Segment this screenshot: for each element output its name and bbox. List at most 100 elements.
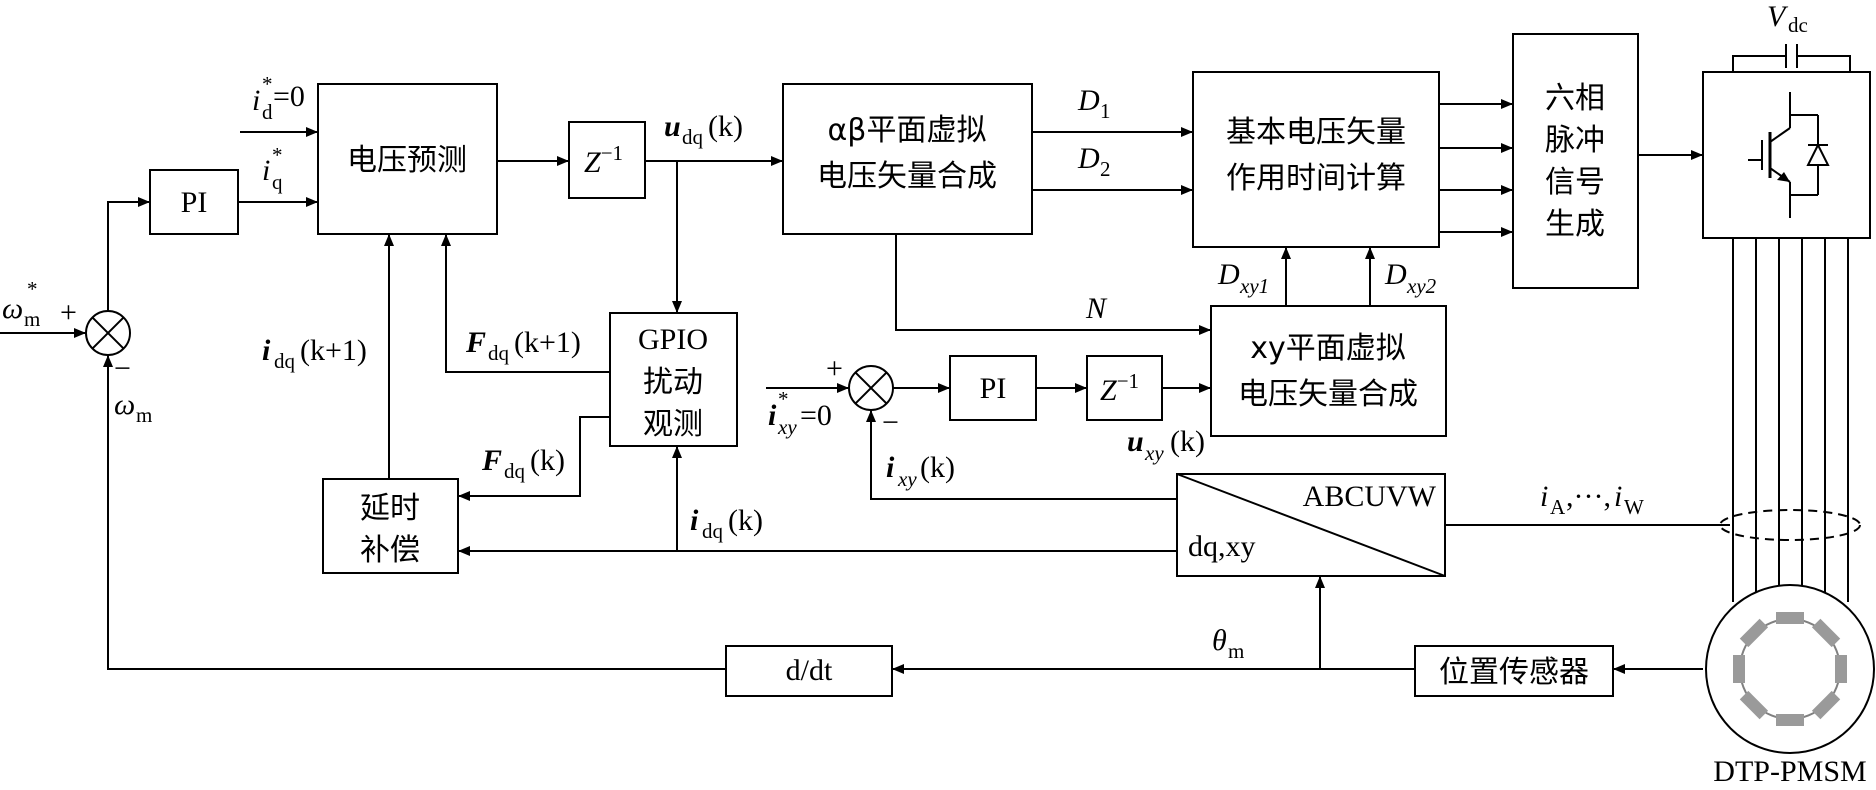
svg-text:ABCUVW: ABCUVW [1303,480,1437,513]
svg-text:m: m [24,307,40,331]
ixy-k-label: i xy (k) [886,451,955,491]
ab-plane-synthesis-block: αβ平面虚拟 电压矢量合成 [782,83,1033,235]
svg-text:,···,: ,···, [1566,480,1611,513]
svg-text:A: A [1550,495,1566,519]
pulse-generation-block: 六相 脉冲 信号 生成 [1512,33,1639,289]
svg-text:位置传感器: 位置传感器 [1439,655,1589,690]
coordinate-transform-block: ABCUVW dq,xy [1176,473,1446,577]
delay-compensation-block: 延时 补偿 [322,478,459,574]
pi-speed-block: PI [149,169,239,235]
omega-feedback-label: ω m [114,388,152,427]
svg-text:ω: ω [114,388,135,421]
dc-source-capacitor: V dc [1732,0,1851,72]
sum-plus-sign: + [60,296,77,329]
svg-text:电压矢量合成: 电压矢量合成 [1238,377,1418,412]
delay-z-block: Z−1 [568,121,646,199]
svg-text:xy: xy [1144,441,1164,465]
svg-text:DTP-PMSM: DTP-PMSM [1713,755,1866,788]
Fdq-k-label: F dq (k) [481,444,565,483]
svg-text:延时: 延时 [360,491,420,526]
xy-summing-junction [848,365,894,411]
Fdq-k1-label: F dq (k+1) [465,326,581,365]
svg-text:(k): (k) [1170,425,1205,458]
sum-minus-sign: − [114,352,131,385]
pi-xy-block: PI [949,355,1037,421]
svg-text:生成: 生成 [1545,207,1605,242]
idq-k1-label: i dq (k+1) [262,334,367,373]
voltage-prediction-block: 电压预测 [317,83,498,235]
svg-text:2: 2 [1100,157,1111,181]
svg-text:xy平面虚拟: xy平面虚拟 [1250,331,1406,366]
svg-text:GPIO: GPIO [638,323,708,356]
svg-text:θ: θ [1212,624,1227,657]
svg-text:(k+1): (k+1) [514,326,581,359]
current-sensor-ellipse [1719,509,1861,541]
svg-text:=0: =0 [800,399,832,432]
wire-Fdq-k [458,416,610,501]
svg-text:m: m [1228,639,1244,663]
svg-text:观测: 观测 [643,407,703,442]
D2-label: D 2 [1077,142,1111,181]
svg-text:i: i [1540,480,1548,513]
svg-text:*: * [272,143,283,167]
svg-text:(k): (k) [708,110,743,143]
svg-text:q: q [272,170,283,194]
svg-text:V: V [1767,0,1789,33]
svg-text:i: i [886,451,895,484]
svg-text:*: * [778,387,789,411]
derivative-block: d/dt [725,645,893,697]
D1-label: D 1 [1077,84,1111,123]
svg-text:i: i [262,334,271,367]
svg-text:Z−1: Z−1 [584,141,623,179]
ixy-ref-label: i xy * =0 [768,387,832,439]
svg-text:六相: 六相 [1545,81,1605,116]
svg-text:电压矢量合成: 电压矢量合成 [817,159,997,194]
svg-text:i: i [690,504,699,537]
svg-text:m: m [136,403,152,427]
svg-text:PI: PI [181,186,208,219]
svg-text:D: D [1384,258,1407,291]
svg-text:Z−1: Z−1 [1100,369,1139,407]
omega-ref-label: ω m * [2,277,40,331]
svg-text:αβ平面虚拟: αβ平面虚拟 [828,113,987,148]
phase-wires [1719,238,1861,602]
dtp-pmsm-motor: DTP-PMSM [1705,584,1875,788]
svg-text:i: i [262,154,270,187]
svg-text:ω: ω [2,292,23,325]
svg-text:dq,xy: dq,xy [1188,530,1256,563]
wire-N [895,234,1211,335]
svg-text:i: i [252,84,260,117]
svg-text:1: 1 [1100,99,1111,123]
svg-text:(k): (k) [530,444,565,477]
sum2-minus-sign: − [882,406,899,439]
svg-text:作用时间计算: 作用时间计算 [1226,161,1406,196]
wire-sum-to-pi [107,197,150,311]
svg-text:xy: xy [777,415,797,439]
xy-plane-synthesis-block: xy平面虚拟 电压矢量合成 [1210,305,1447,437]
svg-text:dq: dq [488,341,510,365]
wire-omega-feedback [103,355,726,670]
speed-summing-junction [85,310,131,356]
svg-text:F: F [465,326,486,359]
idq-k-label: i dq (k) [690,504,763,543]
Dxy1-label: D xy1 [1217,258,1269,298]
svg-text:D: D [1217,258,1240,291]
stator-winding-icon [1733,612,1847,726]
base-vector-time-calc-block: 基本电压矢量 作用时间计算 [1192,71,1440,248]
delay-z-xy-block: Z−1 [1086,355,1163,421]
svg-text:dq: dq [504,459,526,483]
svg-text:dc: dc [1788,13,1808,37]
signal-wires [0,99,1730,674]
svg-text:PI: PI [980,372,1007,405]
svg-text:脉冲: 脉冲 [1545,123,1605,158]
svg-text:D: D [1077,84,1100,117]
uxy-k-label: u xy (k) [1127,425,1205,465]
signal-labels: ω m * + − ω m i d * =0 i q * u dq (k) [2,72,1644,663]
theta-label: θ m [1212,624,1244,663]
id-ref-label: i d * =0 [252,72,305,124]
svg-text:*: * [27,277,38,301]
phase-currents-label: i A ,···, i W [1540,480,1644,519]
svg-text:d/dt: d/dt [786,654,833,687]
gpio-observer-block: GPIO 扰动 观测 [609,312,738,447]
